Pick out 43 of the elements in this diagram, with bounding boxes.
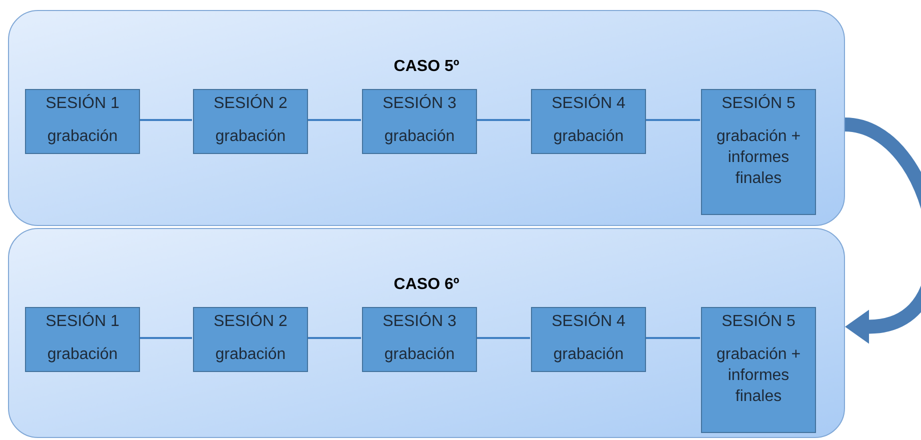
- session-box: [362, 89, 477, 154]
- session-description: grabación + informes finales: [715, 345, 802, 407]
- session-box: [25, 307, 140, 372]
- session-title: SESIÓN 5: [722, 93, 796, 114]
- connector-line: [645, 119, 700, 121]
- session-description: grabación: [214, 127, 287, 147]
- session-description: grabación: [46, 345, 119, 365]
- session-box: [531, 89, 646, 154]
- session-title: SESIÓN 2: [214, 311, 288, 332]
- connector-line: [139, 119, 192, 121]
- session-title: SESIÓN 1: [46, 311, 120, 332]
- connector-line: [476, 337, 530, 339]
- session-box: [362, 307, 477, 372]
- case-title: CASO 5º: [392, 57, 460, 77]
- session-title: SESIÓN 4: [552, 311, 626, 332]
- connector-line: [139, 337, 192, 339]
- case-panel: [8, 10, 845, 226]
- session-description: grabación: [552, 127, 625, 147]
- session-title: SESIÓN 3: [382, 93, 456, 114]
- connector-line: [307, 337, 361, 339]
- session-description: grabación: [214, 345, 287, 365]
- session-description: grabación: [383, 345, 456, 365]
- session-description: grabación: [552, 345, 625, 365]
- session-box: [193, 89, 308, 154]
- session-box: [193, 307, 308, 372]
- case-panel: [8, 228, 845, 438]
- session-title: SESIÓN 4: [552, 93, 626, 114]
- session-description: grabación + informes finales: [715, 127, 802, 189]
- session-box: [531, 307, 646, 372]
- session-title: SESIÓN 1: [46, 93, 120, 114]
- curved-arrow: [844, 118, 921, 344]
- connector-line: [645, 337, 700, 339]
- session-box: [25, 89, 140, 154]
- session-title: SESIÓN 3: [382, 311, 456, 332]
- session-box: [701, 89, 816, 215]
- session-box: [701, 307, 816, 433]
- session-description: grabación: [46, 127, 119, 147]
- connector-line: [307, 119, 361, 121]
- connector-line: [476, 119, 530, 121]
- case-title: CASO 6º: [392, 275, 460, 295]
- session-title: SESIÓN 5: [722, 311, 796, 332]
- session-title: SESIÓN 2: [214, 93, 288, 114]
- session-description: grabación: [383, 127, 456, 147]
